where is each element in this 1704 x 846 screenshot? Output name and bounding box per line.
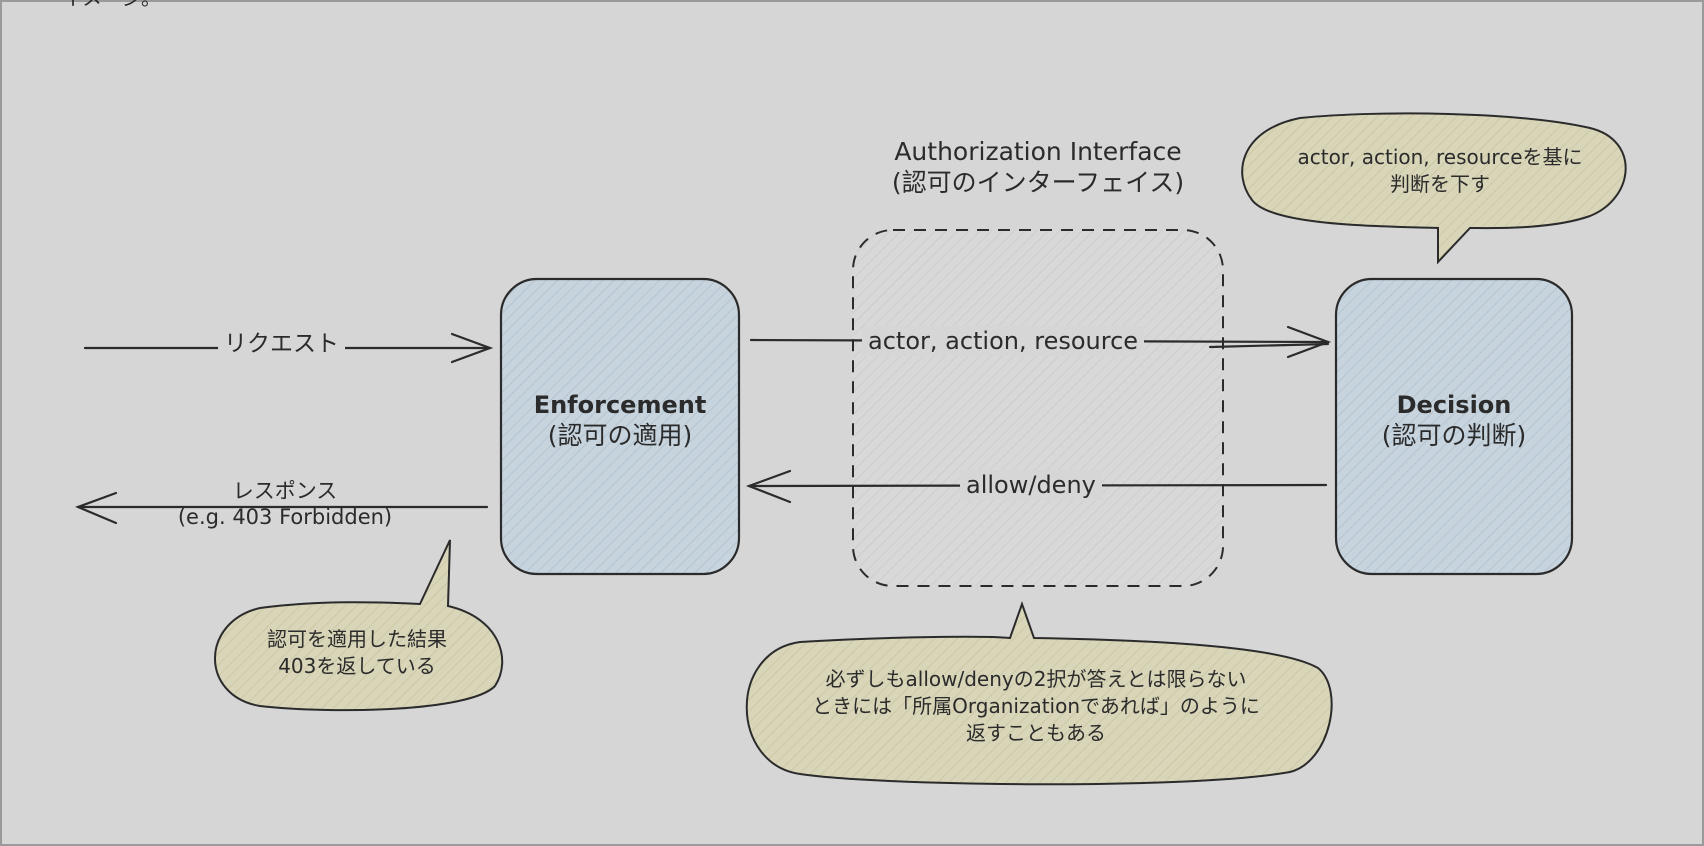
enforcement-box [499,277,741,576]
enforcement-label-en: Enforcement [533,391,707,419]
response-label: レスポンス (e.g. 403 Forbidden) [150,478,420,531]
enforcement-label-ja: (認可の適用) [547,421,693,450]
response-label-line2: (e.g. 403 Forbidden) [177,505,393,530]
enforcement-label: Enforcement (認可の適用) [501,390,739,451]
interface-note-text: 必ずしもallow/denyの2択が答えとは限らない ときには「所属Organi… [736,666,1336,747]
result-label: allow/deny [960,470,1102,500]
interface-note-line3: 返すこともある [966,721,1106,745]
interface-note-bubble [745,600,1333,786]
request-label: リクエスト [218,330,345,359]
enforcement-note-text: 認可を適用した結果 403を返している [212,626,502,680]
decision-label-ja: (認可の判断) [1381,421,1527,450]
decision-label-en: Decision [1396,391,1512,419]
decision-note-line2: 判断を下す [1390,172,1490,196]
interface-note-line1: 必ずしもallow/denyの2択が答えとは限らない [825,667,1247,691]
decision-box [1334,277,1574,576]
top-clipped-text: イメージ。 [62,0,161,11]
interface-title-ja: (認可のインターフェイス) [891,168,1185,198]
interface-note-line2: ときには「所属Organizationであれば」のように [812,694,1260,718]
decision-label: Decision (認可の判断) [1336,390,1572,451]
enforcement-note-line1: 認可を適用した結果 [267,627,447,651]
enforcement-note-line2: 403を返している [278,654,436,678]
response-label-line1: レスポンス [232,479,338,503]
interface-box [852,229,1224,587]
interface-title-en: Authorization Interface [894,137,1182,166]
decision-note-text: actor, action, resourceを基に 判断を下す [1250,144,1630,198]
enforcement-note-bubble [214,539,504,712]
interface-title: Authorization Interface (認可のインターフェイス) [838,136,1238,199]
decision-note-line1: actor, action, resourceを基に [1297,145,1583,169]
decision-note-bubble [1241,112,1627,265]
response-arrow [75,491,489,525]
params-label: actor, action, resource [862,326,1145,356]
